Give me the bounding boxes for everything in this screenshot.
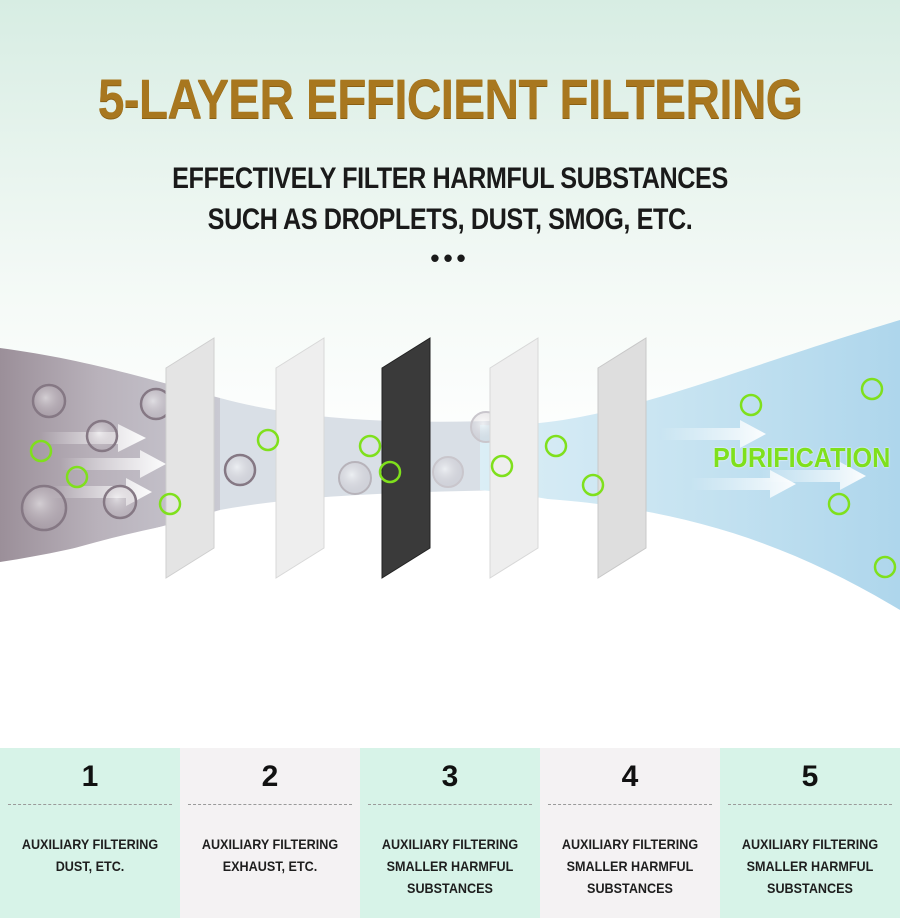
desc-line-2: EXHAUST, ETC. bbox=[222, 858, 318, 874]
layer-number: 3 bbox=[441, 760, 459, 793]
layer-card-4: 4 AUXILIARY FILTERING SMALLER HARMFUL SU… bbox=[540, 748, 720, 918]
desc-line-3: SUBSTANCES bbox=[407, 880, 493, 896]
layer-description: AUXILIARY FILTERING DUST, ETC. bbox=[9, 833, 171, 877]
divider bbox=[368, 804, 532, 805]
clean-arrow-icon bbox=[660, 420, 866, 498]
desc-line-1: AUXILIARY FILTERING bbox=[381, 836, 519, 852]
layer-card-5: 5 AUXILIARY FILTERING SMALLER HARMFUL SU… bbox=[720, 748, 900, 918]
subtitle-line-2: SUCH AS DROPLETS, DUST, SMOG, ETC. bbox=[207, 203, 693, 236]
divider bbox=[8, 804, 172, 805]
divider bbox=[188, 804, 352, 805]
subtitle-line-1: EFFECTIVELY FILTER HARMFUL SUBSTANCES bbox=[172, 162, 728, 195]
purification-label: PURIFICATION bbox=[713, 442, 891, 473]
layer-card-2: 2 AUXILIARY FILTERING EXHAUST, ETC. bbox=[180, 748, 360, 918]
desc-line-2: SMALLER HARMFUL bbox=[746, 858, 874, 874]
layer-card-3: 3 AUXILIARY FILTERING SMALLER HARMFUL SU… bbox=[360, 748, 540, 918]
layer-cards: 1 AUXILIARY FILTERING DUST, ETC. 2 AUXIL… bbox=[0, 748, 900, 918]
layer-description: AUXILIARY FILTERING SMALLER HARMFUL SUBS… bbox=[549, 833, 711, 899]
layer-number: 1 bbox=[81, 760, 99, 793]
layer-description: AUXILIARY FILTERING EXHAUST, ETC. bbox=[189, 833, 351, 877]
layer-number: 2 bbox=[261, 760, 279, 793]
page-title: 5-LAYER EFFICIENT FILTERING bbox=[97, 67, 803, 130]
filter-layer-4-icon bbox=[489, 337, 539, 579]
mid-air-flow bbox=[220, 398, 520, 510]
layer-number: 5 bbox=[801, 760, 819, 793]
desc-line-3: SUBSTANCES bbox=[587, 880, 673, 896]
filter-layer-3-icon bbox=[381, 337, 431, 579]
layer-description: AUXILIARY FILTERING SMALLER HARMFUL SUBS… bbox=[729, 833, 891, 899]
divider bbox=[548, 804, 712, 805]
desc-line-3: SUBSTANCES bbox=[767, 880, 853, 896]
clean-air-flow bbox=[480, 320, 900, 610]
clean-particle-icons bbox=[29, 377, 897, 579]
desc-line-2: SMALLER HARMFUL bbox=[386, 858, 514, 874]
layer-card-1: 1 AUXILIARY FILTERING DUST, ETC. bbox=[0, 748, 180, 918]
ground-swoosh bbox=[0, 495, 900, 620]
desc-line-1: AUXILIARY FILTERING bbox=[201, 836, 339, 852]
filter-layer-5-icon bbox=[597, 337, 647, 579]
filter-layer-1-icon bbox=[165, 337, 215, 579]
filter-layer-2-icon bbox=[275, 337, 325, 579]
desc-line-1: AUXILIARY FILTERING bbox=[741, 836, 879, 852]
desc-line-1: AUXILIARY FILTERING bbox=[21, 836, 159, 852]
layer-description: AUXILIARY FILTERING SMALLER HARMFUL SUBS… bbox=[369, 833, 531, 899]
desc-line-2: DUST, ETC. bbox=[55, 858, 125, 874]
ellipsis-dots: ••• bbox=[430, 243, 470, 273]
desc-line-1: AUXILIARY FILTERING bbox=[561, 836, 699, 852]
divider bbox=[728, 804, 892, 805]
filtration-diagram bbox=[0, 320, 900, 620]
layer-number: 4 bbox=[621, 760, 639, 793]
hero-section: 5-LAYER EFFICIENT FILTERING EFFECTIVELY … bbox=[0, 0, 900, 745]
desc-line-2: SMALLER HARMFUL bbox=[566, 858, 694, 874]
